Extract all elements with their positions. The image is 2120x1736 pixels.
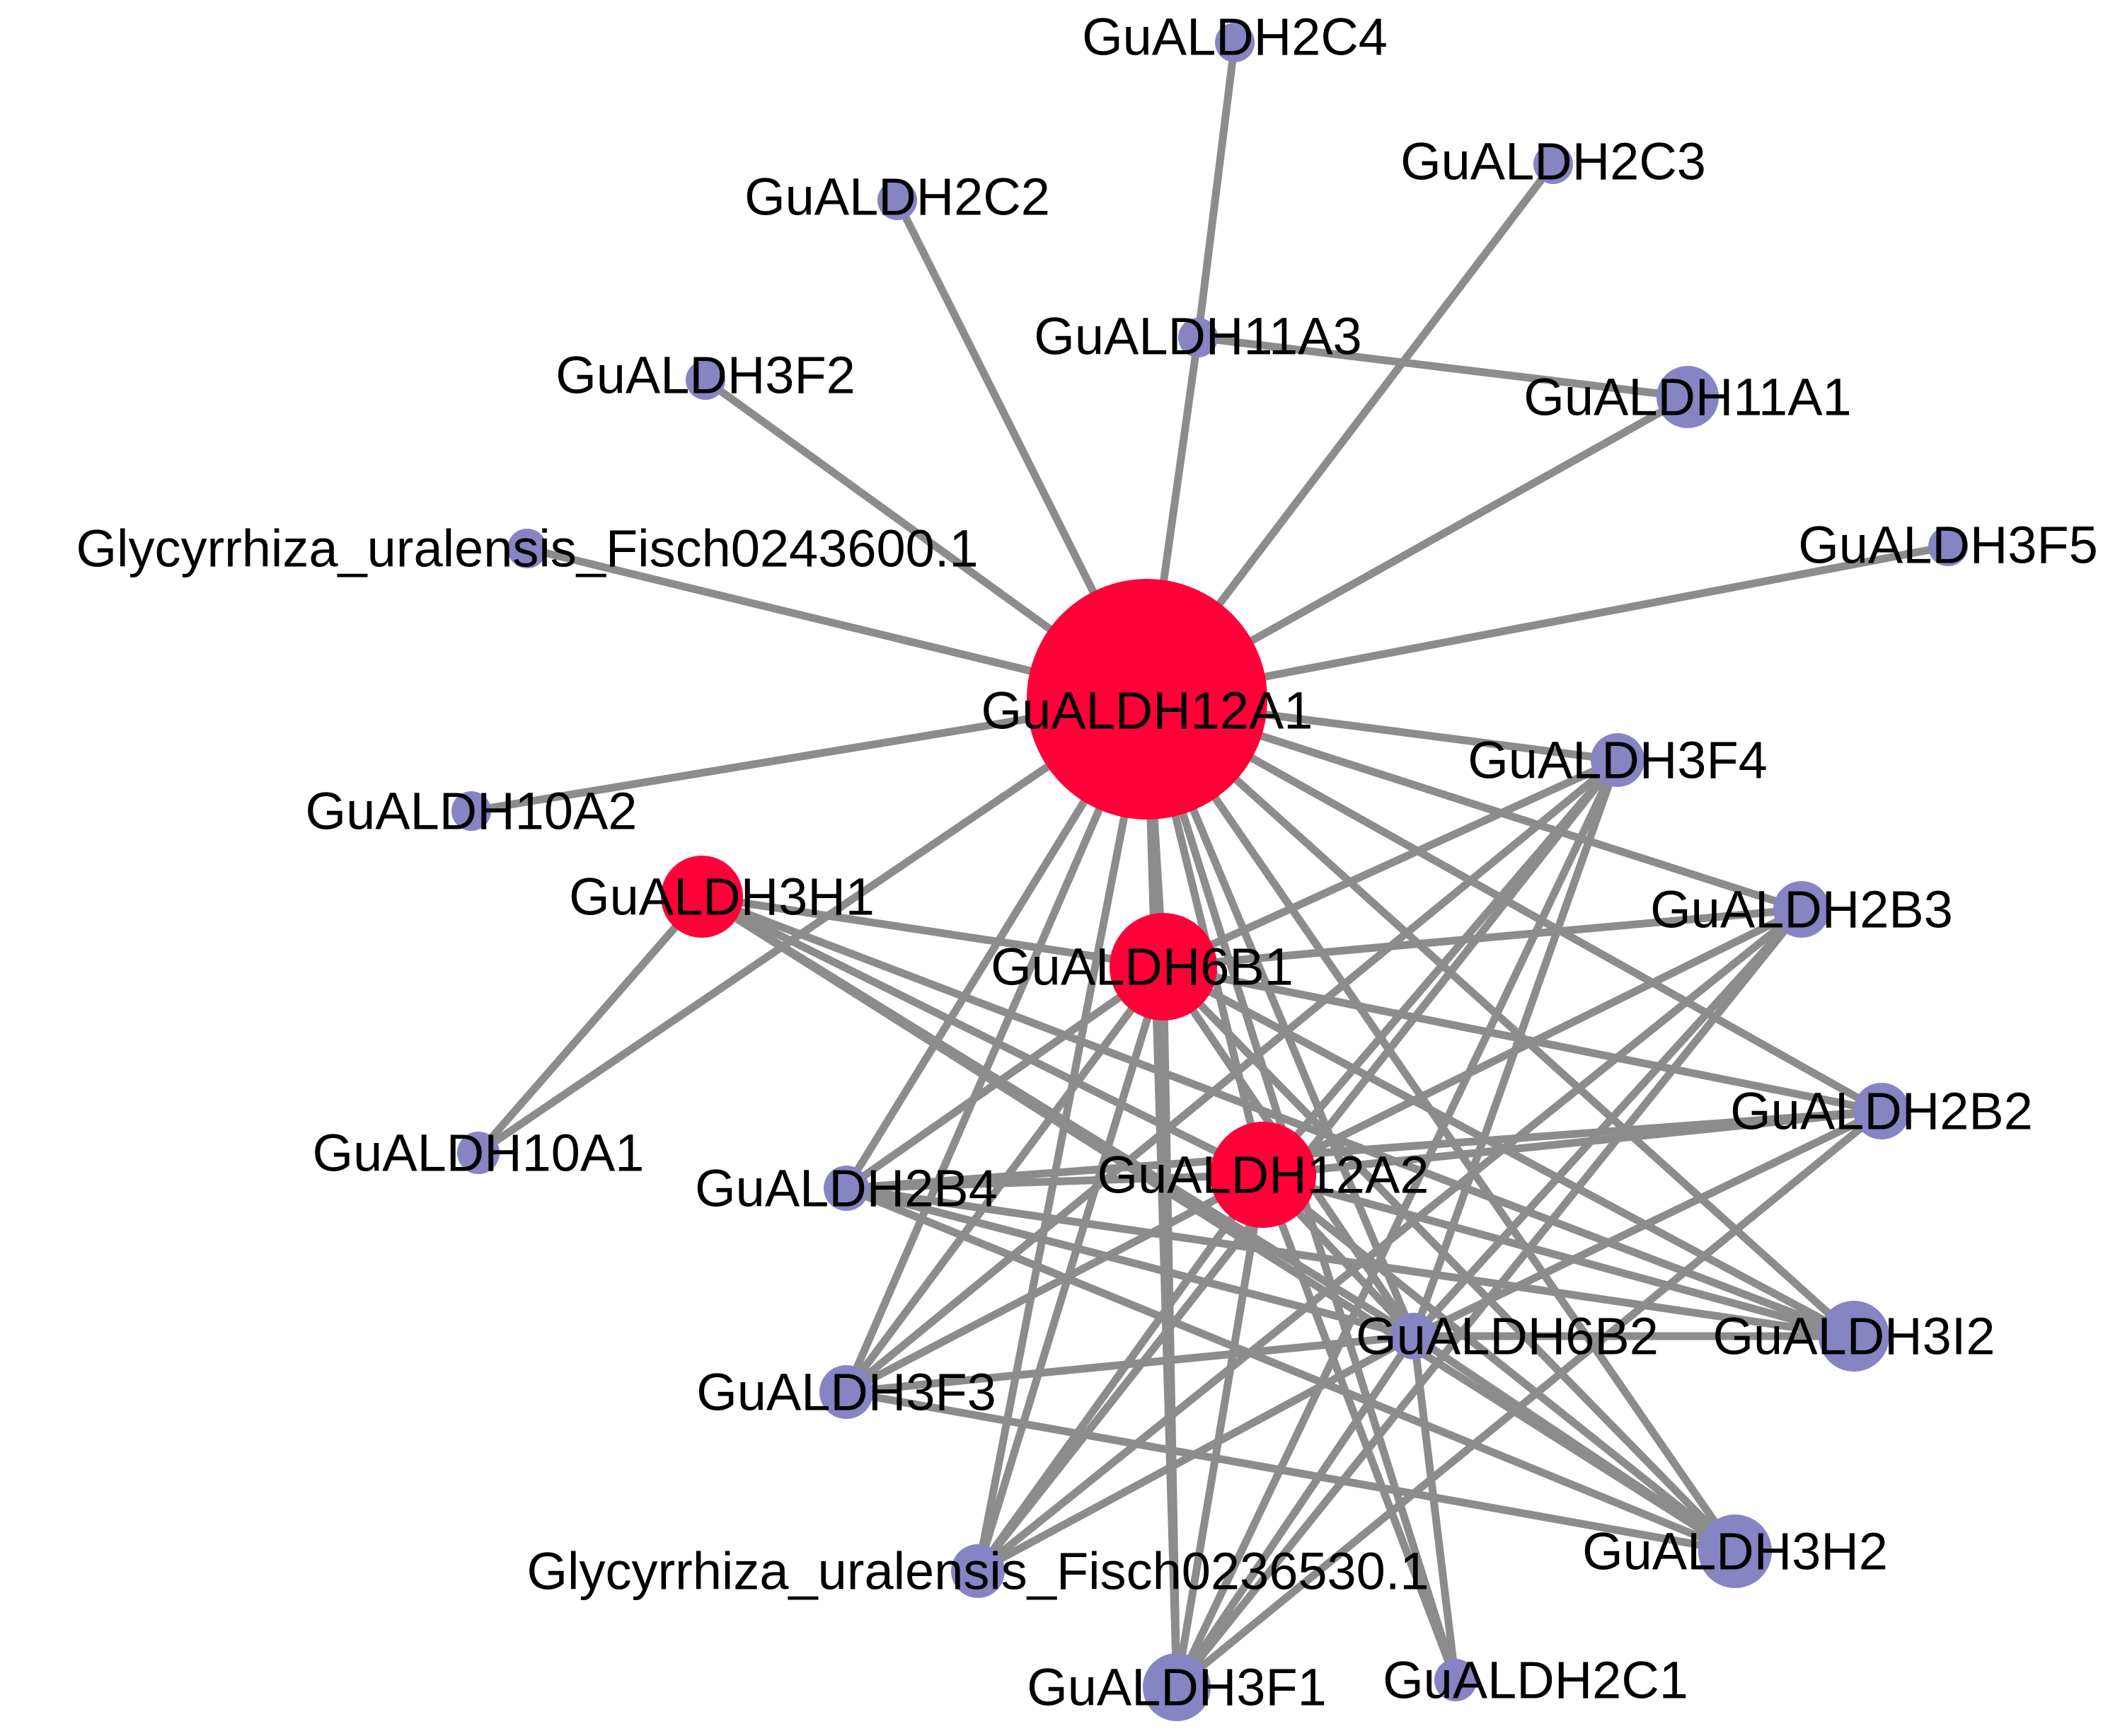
node-gualdh2b2 xyxy=(1853,1083,1910,1139)
node-label-gu0236530: Glycyrrhiza_uralensis_Fisch0236530.1 xyxy=(526,1542,1429,1601)
node-label-gualdh2b3: GuALDH2B3 xyxy=(1650,880,1953,939)
node-label-gualdh10a2: GuALDH10A2 xyxy=(306,782,638,841)
node-gualdh10a2 xyxy=(451,791,491,831)
edge-gualdh6b2-gualdh3f3 xyxy=(842,1332,1418,1396)
node-gualdh12a1 xyxy=(1027,579,1267,820)
node-gu0243600 xyxy=(507,529,547,568)
edge-gualdh3h1-gualdh3h2 xyxy=(698,892,1739,1556)
edge-gualdh12a2-gualdh2b3 xyxy=(1259,905,1806,1179)
node-gualdh2b3 xyxy=(1773,881,1830,938)
node-label-gualdh3h1: GuALDH3H1 xyxy=(569,868,875,926)
edge-gualdh12a2-gualdh2c1 xyxy=(1259,1171,1460,1684)
edge-gualdh6b2-gualdh3f1 xyxy=(1173,1332,1418,1691)
node-gualdh2c2 xyxy=(877,180,917,220)
node-gualdh10a1 xyxy=(457,1132,500,1174)
node-label-gualdh12a1: GuALDH12A1 xyxy=(981,682,1313,740)
node-gualdh3f4 xyxy=(1591,733,1644,787)
node-gualdh3h2 xyxy=(1698,1514,1772,1588)
edge-gualdh2b2-gualdh2b4 xyxy=(842,1107,1886,1192)
node-label-gualdh2c2: GuALDH2C2 xyxy=(744,168,1050,226)
node-label-gu0243600: Glycyrrhiza_uralensis_Fisch0243600.1 xyxy=(76,519,978,578)
edge-gualdh3h1-gualdh3i2 xyxy=(698,892,1858,1340)
node-label-gualdh2c4: GuALDH2C4 xyxy=(1082,8,1388,67)
edge-gualdh3h1-gualdh10a1 xyxy=(474,892,706,1157)
node-gualdh2c4 xyxy=(1215,23,1255,62)
node-label-gualdh3f1: GuALDH3F1 xyxy=(1027,1658,1327,1717)
nodes-layer xyxy=(451,23,1968,1721)
edge-gualdh6b1-gualdh2b4 xyxy=(842,962,1168,1192)
edge-gualdh2b4-gualdh3i2 xyxy=(842,1184,1858,1340)
edge-gualdh11a3-gualdh11a1 xyxy=(1194,333,1692,401)
node-gualdh6b2 xyxy=(1390,1313,1437,1360)
edge-gualdh6b2-gualdh2b4 xyxy=(842,1184,1418,1340)
edge-gualdh12a1-gu0236530 xyxy=(974,695,1151,1575)
edge-gualdh6b1-gualdh3h2 xyxy=(1159,962,1739,1556)
node-gualdh3h1 xyxy=(661,856,743,938)
edge-gualdh6b2-gualdh2c1 xyxy=(1410,1332,1460,1684)
node-label-gualdh3f4: GuALDH3F4 xyxy=(1468,731,1768,790)
edge-gualdh12a2-gualdh3f3 xyxy=(842,1171,1267,1396)
node-gualdh3f2 xyxy=(686,360,725,400)
node-gualdh6b1 xyxy=(1110,913,1217,1021)
edge-gualdh6b2-gualdh3h2 xyxy=(1410,1332,1739,1556)
node-gualdh2c1 xyxy=(1434,1659,1477,1701)
node-label-gualdh12a2: GuALDH12A2 xyxy=(1098,1146,1429,1205)
edge-gualdh3f4-gualdh3f3 xyxy=(842,756,1622,1396)
node-label-gualdh3i2: GuALDH3I2 xyxy=(1713,1307,1995,1366)
edge-gualdh12a1-gualdh2b2 xyxy=(1143,695,1886,1115)
node-gualdh12a2 xyxy=(1210,1122,1316,1228)
edge-gualdh2b3-gu0236530 xyxy=(974,905,1806,1575)
node-label-gualdh2c1: GuALDH2C1 xyxy=(1383,1651,1688,1710)
node-gualdh3f3 xyxy=(819,1365,873,1419)
edge-gualdh6b1-gualdh3f4 xyxy=(1159,756,1622,971)
edge-gualdh2b3-gualdh3f1 xyxy=(1173,905,1806,1691)
node-label-gualdh2c3: GuALDH2C3 xyxy=(1400,132,1706,191)
node-label-gualdh6b1: GuALDH6B1 xyxy=(991,938,1294,996)
edge-gualdh6b1-gualdh2b3 xyxy=(1159,905,1806,971)
edge-gualdh3f3-gualdh3h2 xyxy=(842,1388,1739,1556)
edge-gualdh11a3-gualdh2c4 xyxy=(1194,38,1239,342)
edge-gualdh2b4-gualdh3h2 xyxy=(842,1184,1739,1556)
labels-layer: GuALDH12A1GuALDH6B1GuALDH3H1GuALDH12A2Gu… xyxy=(76,8,2097,1717)
node-label-gualdh11a1: GuALDH11A1 xyxy=(1523,368,1851,427)
edge-gualdh12a2-gualdh3h2 xyxy=(1259,1171,1739,1556)
edge-gualdh12a2-gualdh3i2 xyxy=(1259,1171,1858,1340)
edge-gualdh6b1-gu0236530 xyxy=(974,962,1168,1575)
node-label-gualdh6b2: GuALDH6B2 xyxy=(1356,1307,1659,1366)
edge-gualdh2b2-gualdh3f1 xyxy=(1173,1107,1886,1691)
node-gu0236530 xyxy=(951,1544,1005,1598)
node-gualdh3f5 xyxy=(1928,527,1968,566)
node-label-gualdh10a1: GuALDH10A1 xyxy=(313,1124,645,1183)
node-label-gualdh2b2: GuALDH2B2 xyxy=(1730,1082,2033,1141)
node-label-gualdh3f5: GuALDH3F5 xyxy=(1798,516,2098,575)
edge-gualdh6b2-gualdh3f4 xyxy=(1410,756,1622,1340)
node-gualdh11a3 xyxy=(1178,318,1218,357)
node-gualdh11a1 xyxy=(1657,366,1719,428)
node-label-gualdh2b4: GuALDH2B4 xyxy=(695,1159,998,1218)
edge-gualdh12a2-gualdh3f1 xyxy=(1173,1171,1267,1691)
node-gualdh2c3 xyxy=(1533,144,1573,184)
edge-gualdh6b2-gualdh2b3 xyxy=(1410,905,1806,1340)
edge-gualdh3f4-gualdh3f1 xyxy=(1173,756,1622,1691)
edge-gualdh12a1-gualdh3f5 xyxy=(1143,542,1952,703)
node-label-gualdh11a3: GuALDH11A3 xyxy=(1034,307,1361,366)
node-gualdh3i2 xyxy=(1819,1301,1889,1372)
node-gualdh3f1 xyxy=(1143,1653,1211,1721)
edge-gualdh3h1-gualdh6b1 xyxy=(698,892,1168,971)
node-label-gualdh3f3: GuALDH3F3 xyxy=(696,1363,996,1422)
node-gualdh2b4 xyxy=(824,1166,869,1211)
node-label-gualdh3f2: GuALDH3F2 xyxy=(555,346,856,405)
edge-gualdh12a1-gualdh10a1 xyxy=(474,695,1151,1157)
node-label-gualdh3h2: GuALDH3H2 xyxy=(1582,1522,1888,1581)
